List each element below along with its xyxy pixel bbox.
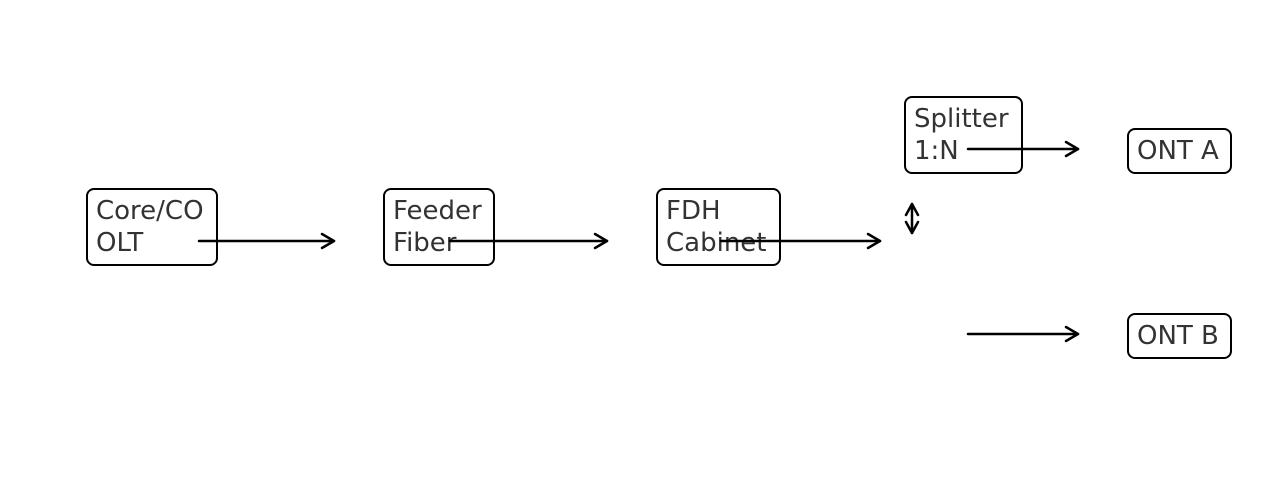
node-ont-a-label: ONT A [1137,136,1219,166]
node-fdh-cabinet: FDH Cabinet [656,188,781,266]
node-feeder-fiber: Feeder Fiber [383,188,495,266]
node-ont-b-label: ONT B [1137,321,1219,351]
node-fdh-cabinet-line1: FDH [666,196,721,226]
node-splitter-line1: Splitter [914,104,1009,134]
node-feeder-fiber-line1: Feeder [393,196,482,226]
node-feeder-fiber-line2: Fiber [393,228,457,258]
node-core-olt-line1: Core/CO [96,196,204,226]
node-ont-b: ONT B [1127,313,1232,359]
node-fdh-cabinet-line2: Cabinet [666,228,767,258]
node-core-olt: Core/CO OLT [86,188,218,266]
node-ont-a: ONT A [1127,128,1232,174]
edge-double-arrow-vertical [904,202,920,235]
edge-olt-to-feeder [197,232,336,250]
node-splitter: Splitter 1:N [904,96,1023,174]
node-splitter-line2: 1:N [914,136,959,166]
edge-splitter-to-ont-b [966,325,1080,343]
node-core-olt-line2: OLT [96,228,144,258]
